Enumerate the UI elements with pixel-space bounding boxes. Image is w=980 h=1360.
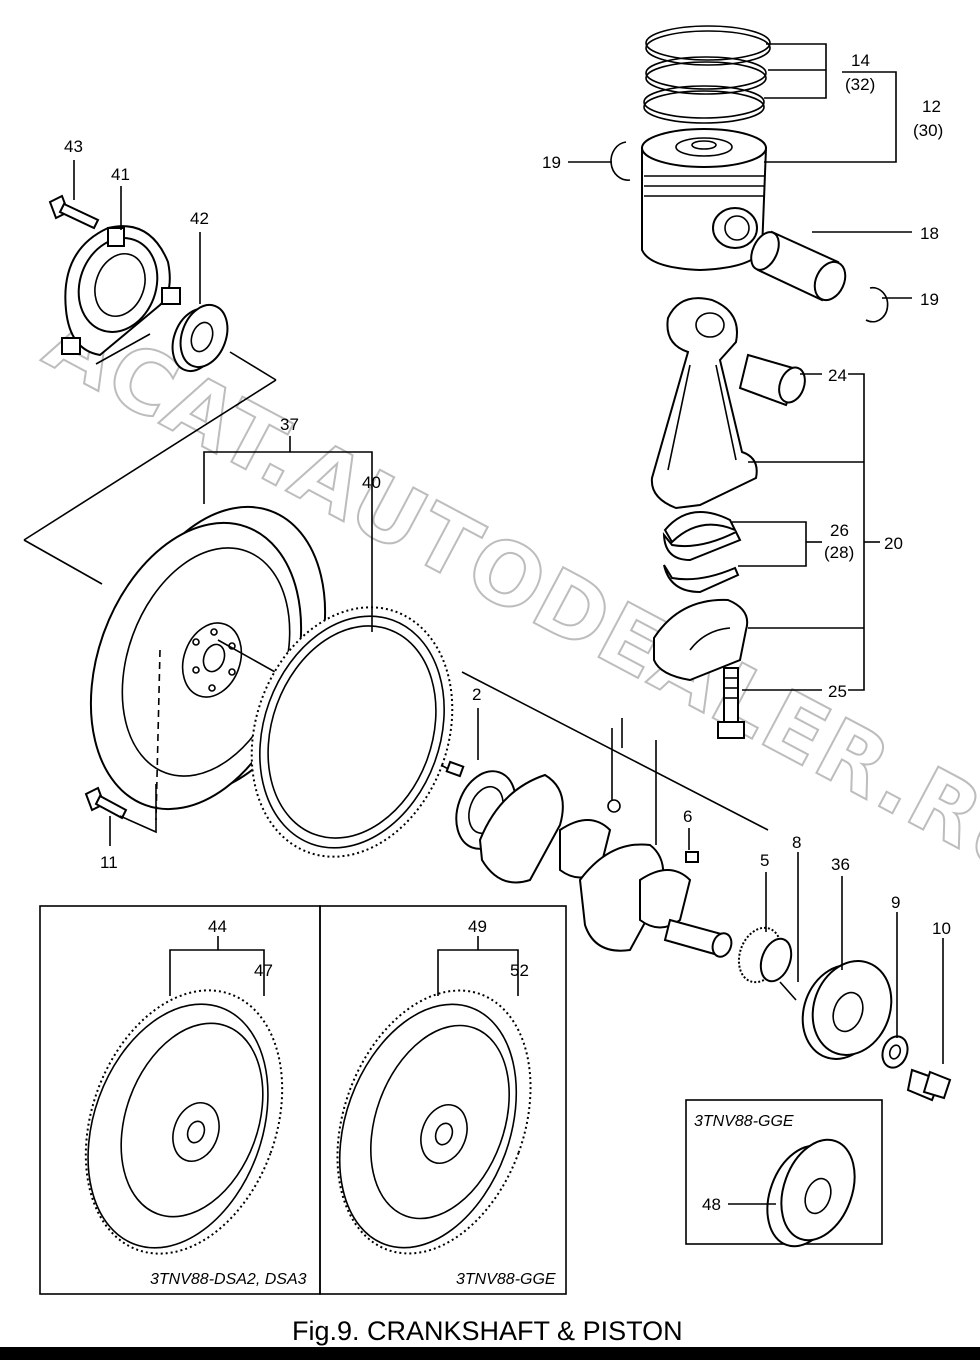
label-20: 20 [884, 534, 903, 553]
figure-caption: Fig.9. CRANKSHAFT & PISTON [292, 1316, 683, 1346]
flywheel-dash-axis [155, 649, 161, 821]
label-52: 52 [510, 961, 529, 980]
variant-label-gge-flywheel: 3TNV88-GGE [456, 1271, 556, 1288]
label-14: 14 [851, 51, 870, 70]
crank-gear [737, 926, 793, 984]
flywheel-gge [336, 989, 532, 1255]
label-9: 9 [891, 893, 900, 912]
rod-cap [653, 598, 749, 682]
crank-pulley [801, 960, 893, 1060]
label-26-alt: (28) [824, 543, 854, 562]
bolt-11 [84, 786, 128, 820]
bolt-10 [906, 1068, 952, 1102]
flywheel-dsa [84, 989, 284, 1255]
bearing-shells [662, 511, 742, 594]
bolt-43 [48, 194, 100, 230]
variant-label-gge-pulley: 3TNV88-GGE [694, 1113, 794, 1130]
label-5: 5 [760, 851, 769, 870]
label-12: 12 [922, 97, 941, 116]
label-36: 36 [831, 855, 850, 874]
crankshaft [455, 770, 733, 958]
ring-gear [250, 606, 454, 858]
connecting-rod [650, 297, 758, 510]
label-41: 41 [111, 165, 130, 184]
label-40: 40 [362, 473, 381, 492]
ball-bearing [171, 304, 229, 372]
label-18: 18 [920, 224, 939, 243]
circlip-top [610, 141, 631, 181]
label-12-alt: (30) [913, 121, 943, 140]
crank-ref-line [461, 671, 769, 831]
label-2: 2 [472, 685, 481, 704]
label-19-bottom: 19 [920, 290, 939, 309]
bottom-bar [0, 1347, 980, 1360]
leader-49 [437, 949, 519, 996]
pulley-gge [766, 1138, 856, 1248]
dowel-pin [445, 760, 465, 778]
label-6: 6 [683, 807, 692, 826]
rod-bolt [717, 667, 745, 739]
variant-label-dsa: 3TNV88-DSA2, DSA3 [150, 1271, 307, 1288]
label-37: 37 [280, 415, 299, 434]
variant-box-gge [319, 905, 567, 1295]
piston-rings [643, 25, 771, 124]
label-48: 48 [702, 1195, 721, 1214]
label-10: 10 [932, 919, 951, 938]
label-26: 26 [830, 521, 849, 540]
label-8: 8 [792, 833, 801, 852]
piston-pin [750, 230, 847, 302]
circlip-bottom [865, 286, 889, 323]
leader-44 [169, 949, 265, 996]
label-11: 11 [100, 853, 118, 872]
label-43: 43 [64, 137, 83, 156]
part-labels: 14 (32) 12 (30) 19 18 19 24 26 (28) 20 2… [64, 51, 951, 1214]
piston [641, 128, 768, 272]
label-19-top: 19 [542, 153, 561, 172]
label-44: 44 [208, 917, 227, 936]
label-24: 24 [828, 366, 847, 385]
leader-lines [23, 43, 944, 1064]
label-25: 25 [828, 682, 847, 701]
washer [881, 1035, 909, 1069]
label-14-alt: (32) [845, 75, 875, 94]
key [779, 981, 797, 1001]
label-47: 47 [254, 961, 273, 980]
label-42: 42 [190, 209, 209, 228]
label-49: 49 [468, 917, 487, 936]
small-end-bushing [738, 353, 806, 407]
seal-housing [61, 225, 181, 357]
